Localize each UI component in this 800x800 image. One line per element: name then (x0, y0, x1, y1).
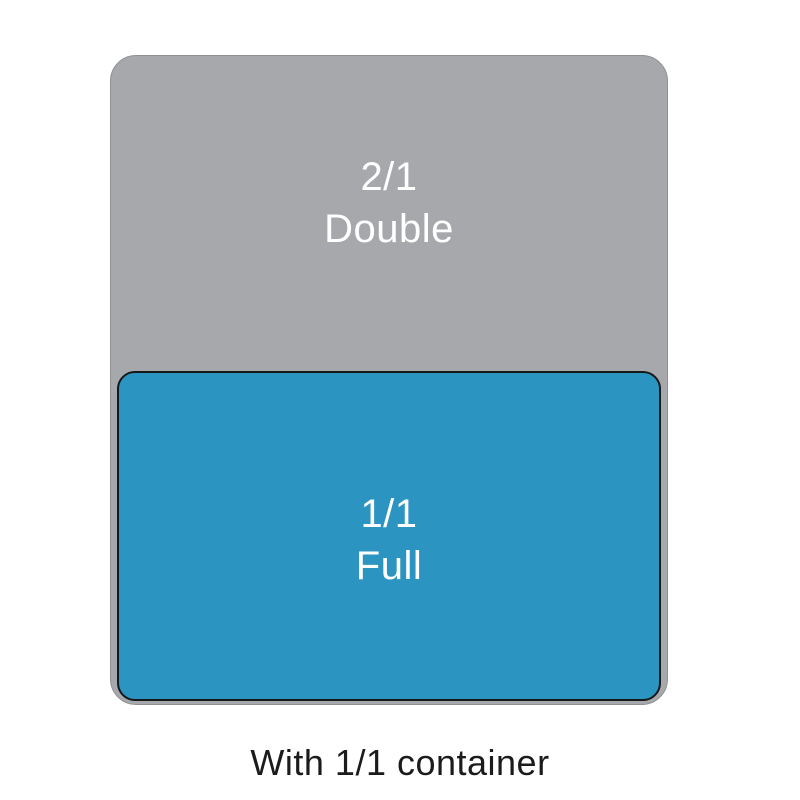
full-pan-size-text: 1/1 (360, 492, 418, 536)
full-pan-name-text: Full (355, 544, 423, 588)
double-pan-size-text: 2/1 (360, 155, 418, 199)
full-pan-label: 1/1 Full (119, 488, 659, 592)
double-pan-shape: 2/1 Double 1/1 Full (110, 55, 668, 705)
diagram-caption: With 1/1 container (250, 742, 550, 783)
double-pan-name-text: Double (324, 207, 454, 251)
double-pan-label: 2/1 Double (111, 151, 667, 255)
full-pan-shape: 1/1 Full (117, 371, 661, 701)
